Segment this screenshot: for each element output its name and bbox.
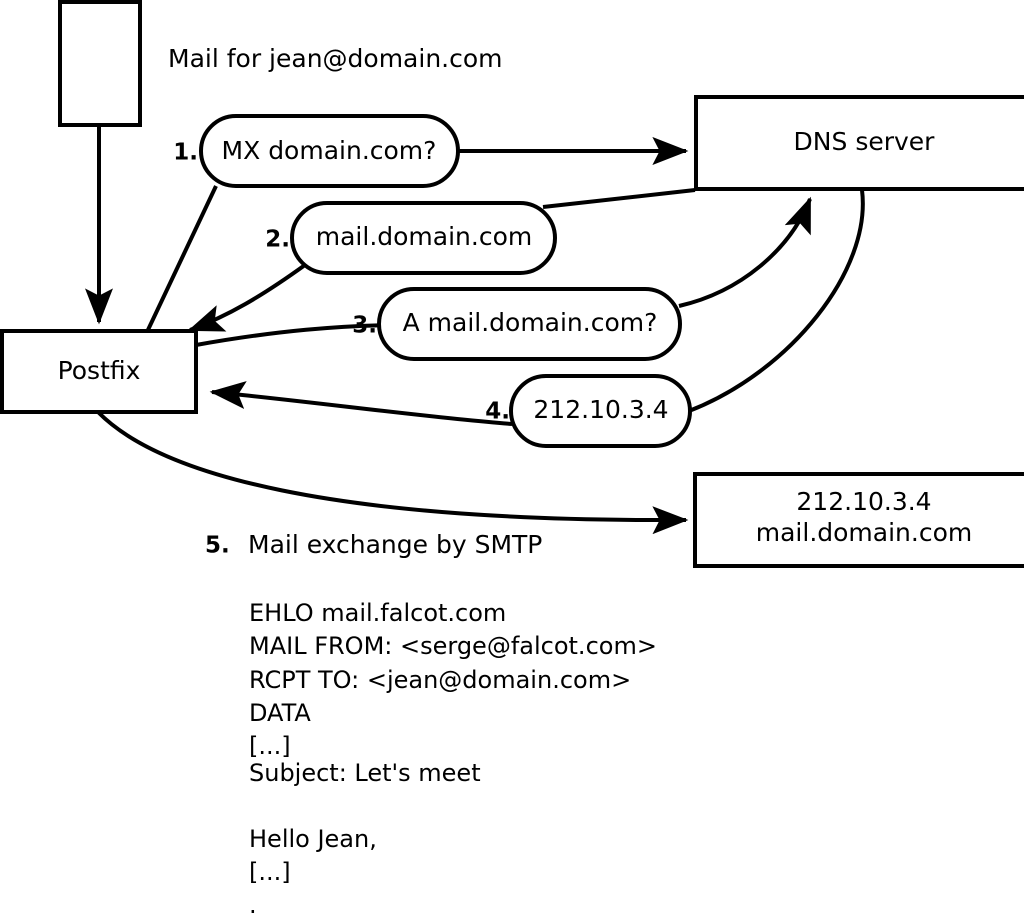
step-number-4: 4. xyxy=(485,399,510,425)
transcript-line-3: DATA xyxy=(249,699,311,727)
bubble-step-3-label: A mail.domain.com? xyxy=(403,308,658,337)
transcript-line-2: RCPT TO: <jean@domain.com> xyxy=(249,666,631,694)
node-postfix-label: Postfix xyxy=(58,356,141,385)
transcript-line-0: EHLO mail.falcot.com xyxy=(249,599,506,627)
node-dns-label: DNS server xyxy=(794,127,936,156)
transcript-line-4: [...] xyxy=(249,732,291,760)
bubble-step-1-label: MX domain.com? xyxy=(222,136,437,165)
transcript-line-5: Subject: Let's meet xyxy=(249,759,481,787)
step-number-3: 3. xyxy=(352,313,377,339)
transcript-line-7: Hello Jean, xyxy=(249,825,377,853)
bubble-step-1[interactable] xyxy=(199,114,460,188)
step-number-1: 1. xyxy=(173,140,198,166)
step-5-label: Mail exchange by SMTP xyxy=(248,530,542,559)
bubble-step-2-label: mail.domain.com xyxy=(316,222,532,251)
edge-step4-to-postfix xyxy=(209,381,513,426)
node-postfix-box[interactable] xyxy=(0,329,198,414)
edge-step3-tail xyxy=(195,323,393,347)
step-number-2: 2. xyxy=(265,227,290,253)
transcript-line-9: . xyxy=(249,891,257,919)
bubble-step-4-label: 212.10.3.4 xyxy=(533,395,668,424)
node-dns-box[interactable] xyxy=(694,95,1024,191)
edge-step5-smtp xyxy=(96,410,689,535)
transcript-line-1: MAIL FROM: <serge@falcot.com> xyxy=(249,632,657,660)
edge-step3-to-dns xyxy=(678,196,812,308)
node-mailserver-box[interactable] xyxy=(693,472,1024,568)
edge-step1-tail xyxy=(145,185,218,333)
bubble-step-3[interactable] xyxy=(377,287,682,361)
node-mailserver-host: mail.domain.com xyxy=(756,518,972,547)
transcript-line-8: [...] xyxy=(249,858,291,886)
edge-step4-tail xyxy=(688,189,865,413)
mail-for-note: Mail for jean@domain.com xyxy=(168,44,503,73)
node-mailserver-ip: 212.10.3.4 xyxy=(796,487,931,516)
node-client-box[interactable] xyxy=(58,0,142,127)
bubble-step-2[interactable] xyxy=(290,201,557,275)
edge-step2-to-postfix xyxy=(187,263,307,332)
edge-step2-tail xyxy=(542,188,696,209)
bubble-step-4[interactable] xyxy=(509,374,692,448)
step-number-5: 5. xyxy=(205,533,230,559)
